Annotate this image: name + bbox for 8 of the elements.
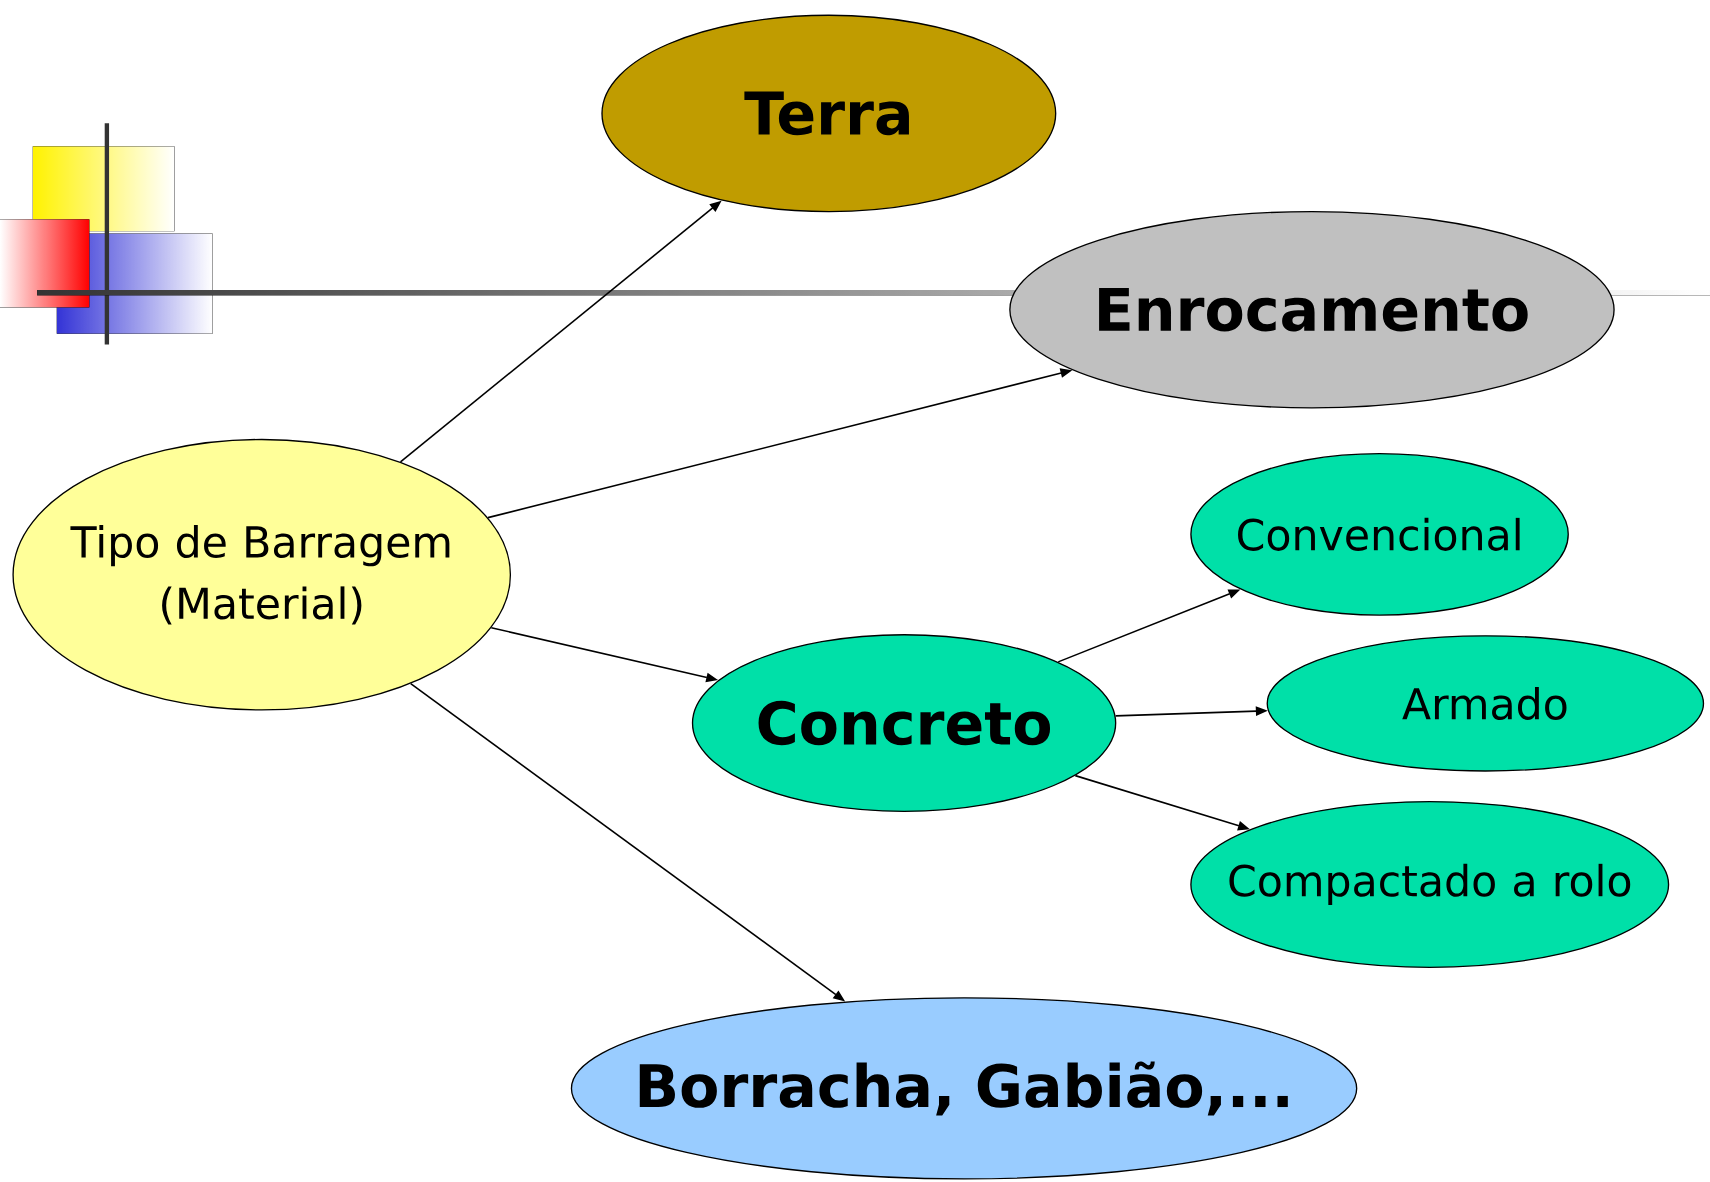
ellipse-node: Enrocamento <box>1009 210 1615 409</box>
ellipse-node: Tipo de Barragem (Material) <box>12 438 512 711</box>
ellipse-node: Borracha, Gabião,... <box>570 997 1358 1180</box>
ellipse-node: Convencional <box>1190 452 1569 616</box>
ellipse-node: Concreto <box>691 633 1117 812</box>
ellipse-node: Terra <box>601 14 1057 213</box>
ellipse-node: Compactado a rolo <box>1190 800 1670 968</box>
ellipse-node: Armado <box>1266 635 1705 772</box>
